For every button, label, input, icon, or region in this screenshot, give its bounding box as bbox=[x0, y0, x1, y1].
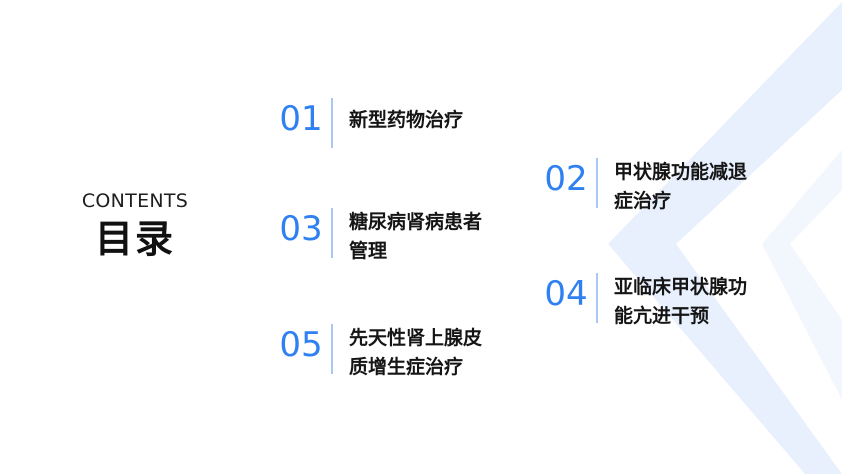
toc-item-divider bbox=[331, 324, 333, 374]
contents-heading-en: CONTENTS bbox=[81, 190, 189, 212]
decor-chevron-inner bbox=[790, 190, 842, 320]
decor-chevron-cutout bbox=[676, 90, 842, 474]
toc-item-03[interactable]: 03 糖尿病肾病患者 管理 bbox=[277, 208, 509, 266]
toc-item-divider bbox=[596, 273, 598, 323]
contents-heading-cn: 目录 bbox=[94, 217, 175, 261]
toc-item-divider bbox=[331, 98, 333, 148]
toc-item-label-line: 先天性肾上腺皮 bbox=[349, 327, 483, 349]
toc-item-number: 01 bbox=[279, 99, 323, 139]
toc-item-label: 新型药物治疗 bbox=[349, 106, 509, 135]
toc-item-label: 糖尿病肾病患者 管理 bbox=[349, 208, 509, 266]
contents-heading: CONTENTS 目录 bbox=[60, 188, 210, 262]
toc-item-number: 04 bbox=[544, 274, 588, 314]
toc-item-label-line: 能亢进干预 bbox=[614, 305, 710, 327]
toc-item-01[interactable]: 01 新型药物治疗 bbox=[277, 98, 509, 148]
toc-item-label-line: 亚临床甲状腺功 bbox=[614, 276, 748, 298]
toc-item-02[interactable]: 02 甲状腺功能减退 症治疗 bbox=[542, 158, 774, 216]
toc-item-number: 03 bbox=[279, 209, 323, 249]
toc-item-label: 先天性肾上腺皮 质增生症治疗 bbox=[349, 324, 509, 382]
toc-item-label: 甲状腺功能减退 症治疗 bbox=[614, 158, 774, 216]
toc-item-label-line: 甲状腺功能减退 bbox=[614, 161, 748, 183]
toc-item-04[interactable]: 04 亚临床甲状腺功 能亢进干预 bbox=[542, 273, 774, 331]
toc-item-divider bbox=[331, 208, 333, 258]
toc-item-number: 05 bbox=[279, 325, 323, 365]
toc-item-number: 02 bbox=[544, 159, 588, 199]
toc-item-label: 亚临床甲状腺功 能亢进干预 bbox=[614, 273, 774, 331]
toc-item-divider bbox=[596, 158, 598, 208]
toc-item-label-line: 管理 bbox=[349, 240, 388, 262]
toc-item-05[interactable]: 05 先天性肾上腺皮 质增生症治疗 bbox=[277, 324, 509, 382]
toc-item-label-line: 症治疗 bbox=[614, 190, 672, 212]
toc-item-label-line: 新型药物治疗 bbox=[349, 109, 464, 131]
toc-item-label-line: 糖尿病肾病患者 bbox=[349, 211, 483, 233]
toc-item-label-line: 质增生症治疗 bbox=[349, 356, 464, 378]
